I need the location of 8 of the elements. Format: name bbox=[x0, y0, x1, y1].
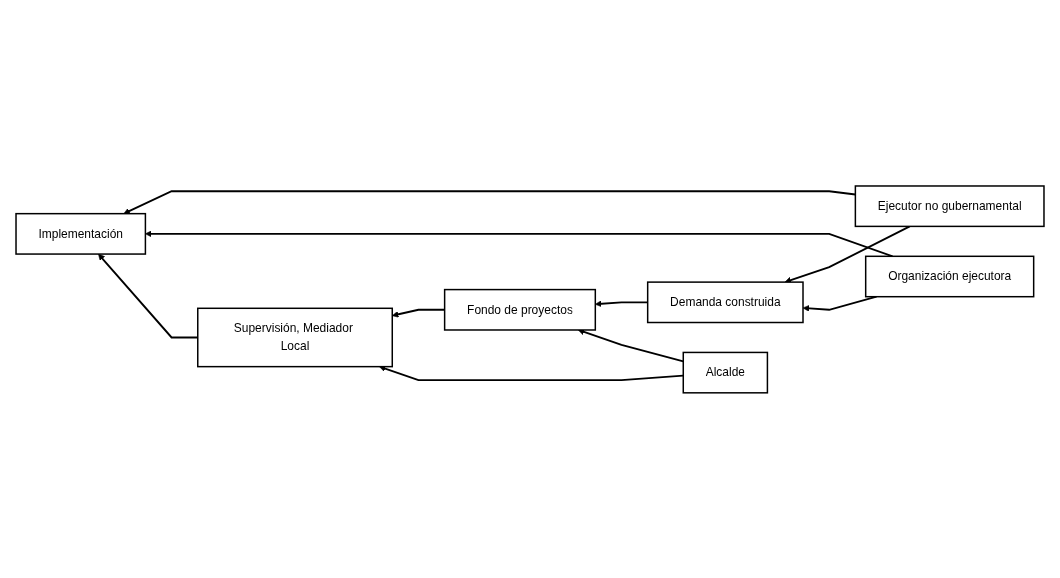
node-box: Implementación bbox=[15, 212, 147, 255]
node-box: Alcalde bbox=[682, 351, 769, 394]
arrow bbox=[784, 225, 911, 283]
node-box: Ejecutor no gubernamental bbox=[854, 184, 1045, 227]
node-box: Demanda construida bbox=[646, 280, 804, 323]
node-box: Fondo de proyectos bbox=[443, 288, 597, 331]
node-box: Organización ejecutora bbox=[864, 255, 1035, 298]
node-box: Supervisión, Mediador Local bbox=[197, 307, 393, 367]
